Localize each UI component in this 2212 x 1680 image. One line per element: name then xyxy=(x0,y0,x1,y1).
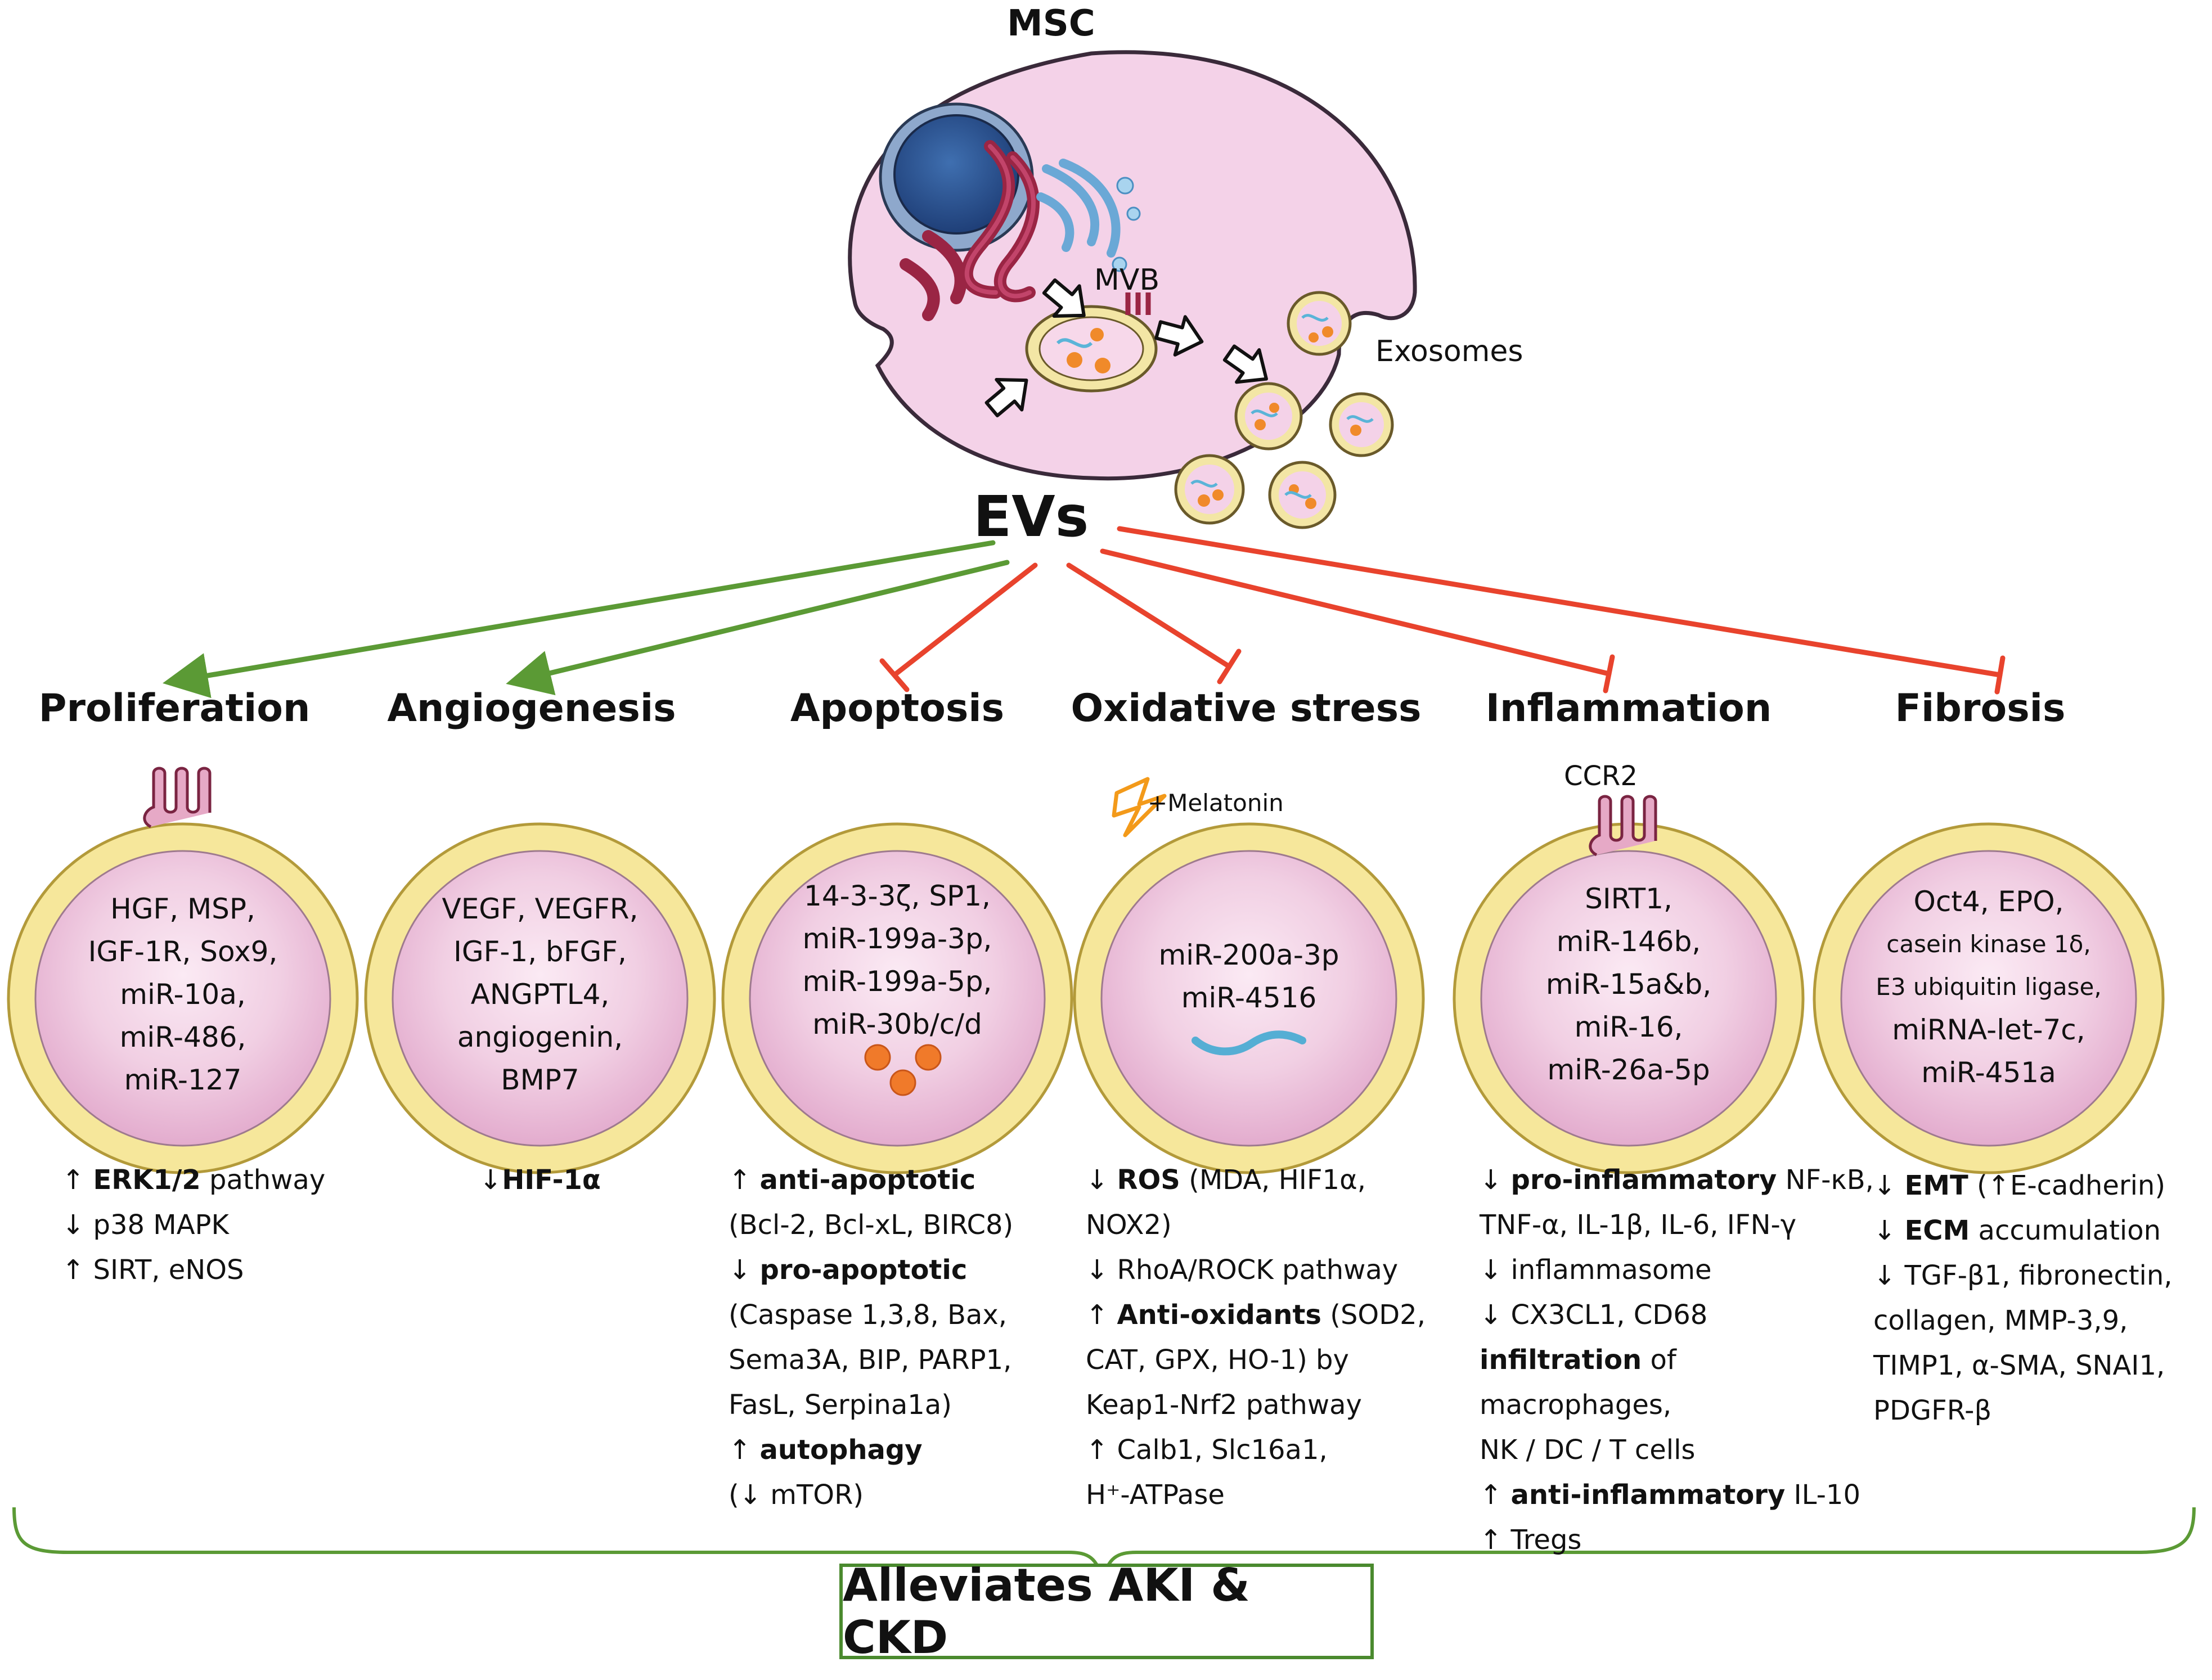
heading-apoptosis: Apoptosis xyxy=(790,686,1005,731)
contents-fibrosis: Oct4, EPO, casein kinase 1δ, E3 ubiquiti… xyxy=(1876,885,2102,1089)
effect-line: ↓HIF-1α xyxy=(479,1164,601,1196)
receptor-icon xyxy=(143,767,212,828)
golgi-icon xyxy=(1036,159,1121,258)
effect-line: ↑ anti-inflammatory IL-10 xyxy=(1480,1479,1860,1511)
process-arrows xyxy=(984,278,1268,417)
exosome-icon xyxy=(1329,392,1394,457)
inhibit-arrow-inflammation xyxy=(1100,548,1612,677)
inhibit-bar-inflammation xyxy=(1603,654,1615,693)
effect-line: ↑ Anti-oxidants (SOD2, xyxy=(1086,1299,1426,1331)
effect-line: H⁺-ATPase xyxy=(1086,1479,1225,1511)
cargo-dots-icon xyxy=(864,1044,942,1096)
exosome-icon xyxy=(1287,291,1352,356)
melatonin-label: +Melatonin xyxy=(1148,789,1284,817)
heading-angiogenesis: Angiogenesis xyxy=(387,686,676,731)
effect-line: TIMP1, α-SMA, SNAI1, xyxy=(1873,1350,2165,1381)
effect-line: ↓ pro-inflammatory NF-κB, xyxy=(1480,1164,1874,1196)
effect-line: ↓ ROS (MDA, HIF1α, xyxy=(1086,1164,1366,1196)
inhibit-bar-fibrosis xyxy=(1994,655,2006,695)
effect-line: (Caspase 1,3,8, Bax, xyxy=(729,1299,1007,1331)
exosome-icon xyxy=(1268,461,1337,529)
effect-line: macrophages, xyxy=(1480,1389,1672,1421)
inhibit-bar-apoptosis xyxy=(879,658,910,692)
contents-proliferation: HGF, MSP, IGF-1R, Sox9, miR-10a, miR-486… xyxy=(88,893,278,1096)
exosomes-group xyxy=(1174,291,1394,529)
effect-line: (Bcl-2, Bcl-xL, BIRC8) xyxy=(729,1209,1014,1241)
mvb-icon xyxy=(1025,292,1158,393)
effect-line: ↑ SIRT, eNOS xyxy=(62,1254,244,1286)
vesicle-angiogenesis xyxy=(364,822,716,1174)
heading-oxidative-stress: Oxidative stress xyxy=(1071,686,1422,731)
conclusion-box: Alleviates AKI & CKD xyxy=(839,1559,1374,1664)
effects-angiogenesis: ↓HIF-1α xyxy=(479,1157,601,1202)
effects-inflammation: ↓ pro-inflammatory NF-κB, TNF-α, IL-1β, … xyxy=(1480,1157,1874,1562)
lightning-icon xyxy=(1112,777,1167,837)
promote-arrow-angiogenesis xyxy=(506,560,1010,696)
exosome-icon xyxy=(1174,454,1245,525)
effect-line: ↑ ERK1/2 pathway xyxy=(62,1164,326,1196)
evs-label: EVs xyxy=(973,484,1089,550)
heading-fibrosis: Fibrosis xyxy=(1895,686,2066,731)
heading-proliferation: Proliferation xyxy=(38,686,311,731)
effect-line: ↓ inflammasome xyxy=(1480,1254,1712,1286)
effect-line: ↑ anti-apoptotic xyxy=(729,1164,976,1196)
ccr2-label: CCR2 xyxy=(1564,760,1638,792)
effect-line: NK / DC / T cells xyxy=(1480,1434,1696,1466)
effects-fibrosis: ↓ EMT (↑E-cadherin) ↓ ECM accumulation ↓… xyxy=(1873,1163,2173,1433)
vesicle-oxidative-stress xyxy=(1073,777,1425,1174)
effect-line: ↓ ECM accumulation xyxy=(1873,1215,2161,1246)
inhibit-bar-oxidative xyxy=(1217,648,1242,684)
msc-cell xyxy=(848,50,1417,481)
effect-line: (↓ mTOR) xyxy=(729,1479,864,1511)
effects-apoptosis: ↑ anti-apoptotic (Bcl-2, Bcl-xL, BIRC8) … xyxy=(729,1157,1013,1517)
inhibit-arrow-apoptosis xyxy=(892,562,1038,678)
rna-strand-icon xyxy=(1192,1030,1306,1056)
vesicle-fibrosis xyxy=(1813,822,2165,1174)
contents-angiogenesis: VEGF, VEGFR, IGF-1, bFGF, ANGPTL4, angio… xyxy=(442,893,639,1096)
inhibit-arrow-fibrosis xyxy=(1117,526,2003,678)
effect-line: PDGFR-β xyxy=(1873,1395,1992,1426)
effect-line: ↑ autophagy xyxy=(729,1434,923,1466)
vesicle-inflammation xyxy=(1453,795,1805,1174)
effect-line: ↓ p38 MAPK xyxy=(62,1209,229,1241)
effect-line: ↑ Calb1, Slc16a1, xyxy=(1086,1434,1328,1466)
vesicle-apoptosis xyxy=(721,822,1073,1174)
effect-line: FasL, Serpina1a) xyxy=(729,1389,952,1421)
inhibit-arrow-oxidative xyxy=(1066,562,1232,669)
contents-oxidative-stress: miR-200a-3p miR-4516 xyxy=(1158,939,1339,1014)
heading-inflammation: Inflammation xyxy=(1485,686,1772,731)
effect-line: ↓ pro-apoptotic xyxy=(729,1254,968,1286)
effect-line: CAT, GPX, HO-1) by xyxy=(1086,1344,1349,1376)
effect-line: collagen, MMP-3,9, xyxy=(1873,1305,2128,1336)
promote-arrow-proliferation xyxy=(163,540,996,699)
effect-line: ↓ TGF-β1, fibronectin, xyxy=(1873,1260,2173,1291)
effect-line: Sema3A, BIP, PARP1, xyxy=(729,1344,1012,1376)
conclusion-text: Alleviates AKI & CKD xyxy=(843,1559,1250,1664)
effect-line: ↓ EMT (↑E-cadherin) xyxy=(1873,1170,2166,1201)
mvb-label: MVB xyxy=(1094,263,1160,297)
contents-apoptosis: 14-3-3ζ, SP1, miR-199a-3p, miR-199a-5p, … xyxy=(802,880,992,1041)
contents-inflammation: SIRT1, miR-146b, miR-15a&b, miR-16, miR-… xyxy=(1545,882,1712,1086)
effect-line: ↓ CX3CL1, CD68 xyxy=(1480,1299,1708,1331)
msc-label: MSC xyxy=(1007,3,1095,44)
receptor-icon xyxy=(1589,795,1657,857)
effect-line: ↑ Tregs xyxy=(1480,1524,1582,1556)
vesicle-proliferation xyxy=(7,767,359,1174)
exosome-icon xyxy=(1234,382,1303,451)
exosomes-label: Exosomes xyxy=(1375,335,1523,368)
effect-line: ↓ RhoA/ROCK pathway xyxy=(1086,1254,1399,1286)
effect-line: NOX2) xyxy=(1086,1209,1172,1241)
effect-line: Keap1-Nrf2 pathway xyxy=(1086,1389,1362,1421)
effect-arrows xyxy=(163,526,2006,699)
effects-oxidative-stress: ↓ ROS (MDA, HIF1α, NOX2) ↓ RhoA/ROCK pat… xyxy=(1086,1157,1426,1517)
effect-line: infiltration of xyxy=(1480,1344,1676,1376)
effect-line: TNF-α, IL-1β, IL-6, IFN-γ xyxy=(1480,1209,1797,1241)
effects-proliferation: ↑ ERK1/2 pathway ↓ p38 MAPK ↑ SIRT, eNOS xyxy=(62,1157,325,1292)
